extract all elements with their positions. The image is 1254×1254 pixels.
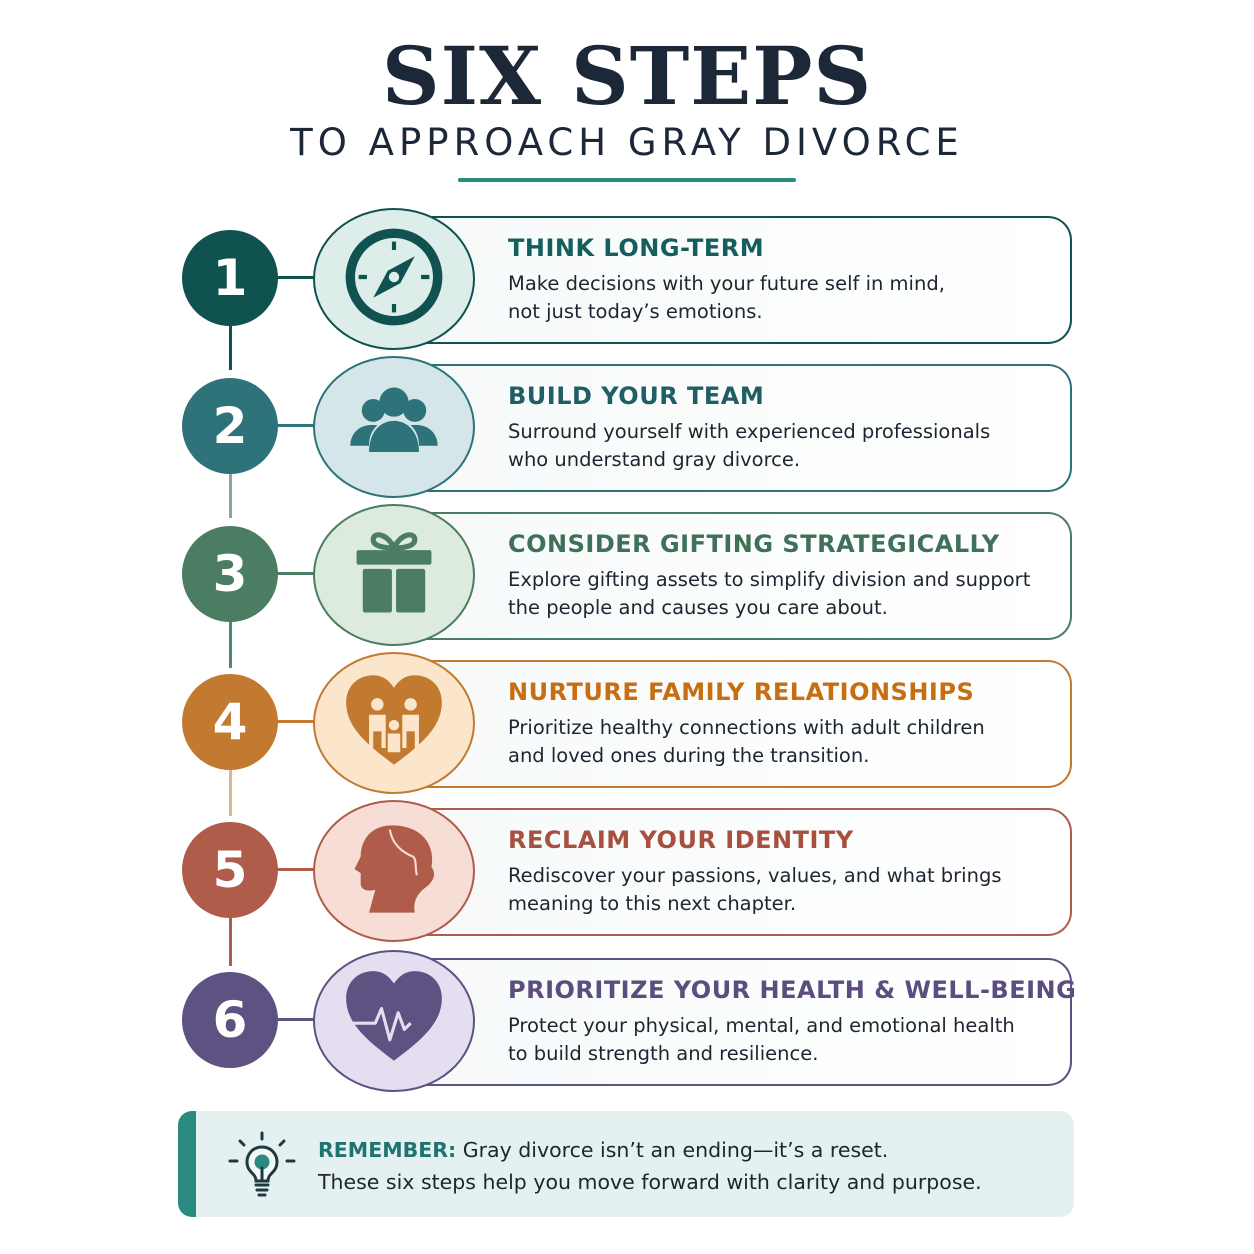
step-title: RECLAIM YOUR IDENTITY [508,826,854,854]
step-description: Make decisions with your future self in … [508,270,1048,326]
step-card [420,808,1072,936]
step-connector [276,868,316,871]
callout-accent-bar [178,1111,196,1217]
step-connector [276,424,316,427]
step-icon-badge [313,800,475,942]
compass-icon [342,225,446,333]
step-connector [276,720,316,723]
step-connector [276,276,316,279]
step-row: 5 RECLAIM YOUR IDENTITY Rediscover your … [0,800,1254,942]
step-icon-badge [313,208,475,350]
step-card [420,660,1072,788]
step-description-line-1: Prioritize healthy connections with adul… [508,716,985,739]
step-card [420,216,1072,344]
step-row: 3 CONSIDER GIFTING STRATEGICALLY Explore… [0,504,1254,646]
page-title: SIX STEPS [381,29,873,123]
timeline-connector [229,916,232,966]
step-icon-badge [313,356,475,498]
step-icon-badge [313,950,475,1092]
page-subtitle: TO APPROACH GRAY DIVORCE [290,121,964,164]
step-description-line-1: Make decisions with your future self in … [508,272,945,295]
family-heart-icon [342,669,446,777]
step-title: BUILD YOUR TEAM [508,382,765,410]
step-description: Rediscover your passions, values, and wh… [508,862,1048,918]
step-description: Surround yourself with experienced profe… [508,418,1048,474]
step-description: Prioritize healthy connections with adul… [508,714,1048,770]
step-title: THINK LONG-TERM [508,234,765,262]
title-underline [458,178,796,182]
step-connector [276,1018,316,1021]
step-title: PRIORITIZE YOUR HEALTH & WELL-BEING [508,976,1077,1004]
step-description-line-2: who understand gray divorce. [508,448,801,471]
step-title: CONSIDER GIFTING STRATEGICALLY [508,530,1000,558]
step-description-line-1: Surround yourself with experienced profe… [508,420,991,443]
step-description-line-1: Explore gifting assets to simplify divis… [508,568,1031,591]
step-row: 2 BUILD YOUR TEAM Surround yourself with… [0,356,1254,498]
step-row: 1 THINK LONG-TERM Make decisions with yo… [0,208,1254,350]
timeline-connector [229,618,232,668]
timeline-connector [229,468,232,518]
step-number-badge: 1 [182,230,278,326]
step-description-line-2: not just today’s emotions. [508,300,763,323]
gift-icon [342,521,446,629]
step-description: Explore gifting assets to simplify divis… [508,566,1048,622]
step-description: Protect your physical, mental, and emoti… [508,1012,1048,1068]
step-number-badge: 4 [182,674,278,770]
step-number-badge: 2 [182,378,278,474]
step-card [420,512,1072,640]
remember-text: REMEMBER: Gray divorce isn’t an ending—i… [318,1134,982,1198]
step-card [420,958,1072,1086]
lightbulb-icon [228,1131,296,1197]
step-number-badge: 6 [182,972,278,1068]
step-card [420,364,1072,492]
step-number-badge: 3 [182,526,278,622]
head-profile-icon [342,817,446,925]
step-description-line-2: to build strength and resilience. [508,1042,819,1065]
timeline-connector [229,320,232,370]
step-row: 6 PRIORITIZE YOUR HEALTH & WELL-BEING Pr… [0,950,1254,1092]
step-icon-badge [313,652,475,794]
step-number-badge: 5 [182,822,278,918]
step-description-line-1: Rediscover your passions, values, and wh… [508,864,1002,887]
step-description-line-2: and loved ones during the transition. [508,744,870,767]
step-row: 4 NURTURE FAMILY RELATIONSHIPS Prioritiz… [0,652,1254,794]
step-description-line-1: Protect your physical, mental, and emoti… [508,1014,1015,1037]
team-icon [342,373,446,481]
timeline-connector [229,766,232,816]
remember-callout: REMEMBER: Gray divorce isn’t an ending—i… [178,1111,1074,1217]
step-description-line-2: meaning to this next chapter. [508,892,797,915]
step-connector [276,572,316,575]
step-icon-badge [313,504,475,646]
step-description-line-2: the people and causes you care about. [508,596,888,619]
remember-label: REMEMBER: [318,1138,457,1162]
step-title: NURTURE FAMILY RELATIONSHIPS [508,678,975,706]
remember-line-1: Gray divorce isn’t an ending—it’s a rese… [456,1138,889,1162]
heartbeat-icon [342,967,446,1075]
remember-line-2: These six steps help you move forward wi… [318,1170,982,1194]
